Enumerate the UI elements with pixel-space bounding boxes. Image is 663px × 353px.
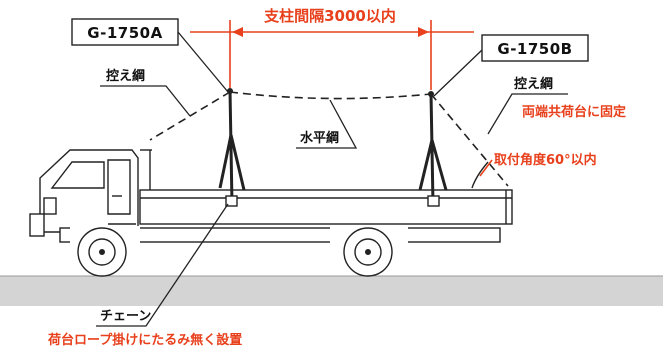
chain-leader — [96, 203, 229, 327]
chain-label: チェーン — [100, 309, 151, 324]
cargo-bed-side — [139, 189, 513, 225]
guy-rope-left-label: 控え綱 — [106, 68, 145, 84]
horizontal-rope-label: 水平綱 — [300, 130, 339, 146]
truck-bumper — [29, 213, 45, 237]
model-b-label: G-1750B — [497, 40, 572, 58]
angle-arc — [471, 161, 489, 189]
span-arrow-left — [232, 27, 243, 37]
guy-rope-left-leader — [100, 85, 191, 117]
road-surface — [0, 276, 663, 306]
guy-rope-right-leader — [487, 93, 568, 135]
front-wheel-hub — [88, 238, 116, 266]
truck-cab-window — [50, 161, 105, 189]
model-b-leader — [433, 49, 483, 97]
model-a-leader — [177, 31, 229, 93]
guy-rope-right — [430, 93, 509, 187]
truck-grille — [43, 197, 57, 215]
truck-cab-door — [107, 159, 131, 215]
pole-b — [418, 91, 448, 207]
rear-wheel-hub — [354, 238, 382, 266]
front-wheel-center — [99, 249, 105, 255]
truck-cab — [39, 149, 139, 233]
fix-both-ends-label: 両端共荷台に固定 — [522, 104, 626, 120]
model-b-box — [481, 34, 589, 62]
span-label: 支柱間隔3000以内 — [263, 7, 396, 25]
span-arrow-right — [418, 27, 429, 37]
angle-limit-leader — [479, 159, 493, 177]
model-a-box — [71, 18, 179, 46]
truck — [29, 149, 513, 277]
angle-limit-label: 取付角度60°以内 — [494, 152, 597, 168]
pole-a — [218, 88, 246, 207]
horizontal-rope-leader — [296, 99, 358, 149]
rear-wheel-center — [365, 249, 371, 255]
guy-rope-right-label: 控え綱 — [514, 76, 553, 92]
chain-note-label: 荷台ロープ掛けにたるみ無く設置 — [47, 332, 242, 348]
horizontal-rope — [229, 91, 432, 100]
model-a-label: G-1750A — [87, 24, 162, 42]
